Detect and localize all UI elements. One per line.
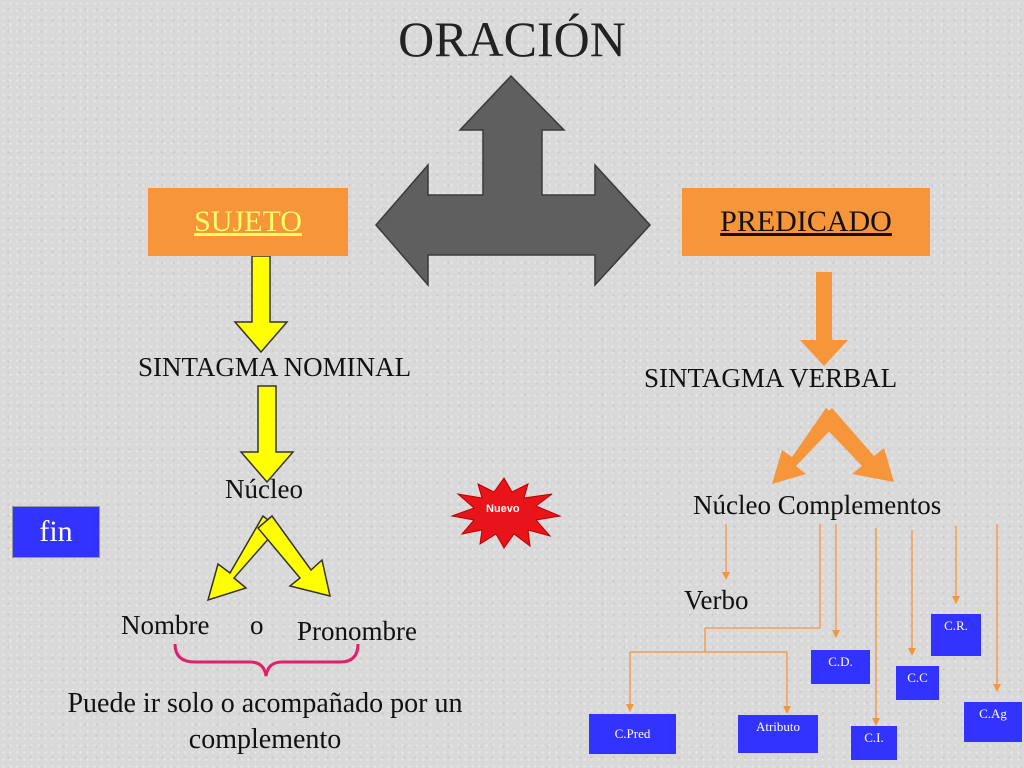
note-text: Puede ir solo o acompañado por un comple… [67, 688, 463, 755]
complement-cpred[interactable]: C.Pred [589, 714, 676, 754]
arrow-down-icon [800, 272, 848, 366]
arrow-down-left-icon [772, 408, 840, 484]
three-way-arrow [375, 74, 652, 288]
complement-atributo[interactable]: Atributo [738, 715, 818, 753]
arrow-down-right-icon [256, 514, 331, 598]
complement-ci[interactable]: C.I. [851, 726, 897, 760]
or-label: o [250, 610, 264, 640]
subject-label[interactable]: SUJETO [194, 205, 302, 238]
page-title: ORACIÓN [398, 11, 626, 67]
arrow-down-icon [239, 385, 295, 484]
arrow-down-icon [233, 255, 289, 354]
verbal-phrase-label: SINTAGMA VERBAL [644, 363, 898, 393]
complement-connectors [629, 524, 998, 720]
complement-cc[interactable]: C.C [896, 666, 939, 700]
complement-cr[interactable]: C.R. [931, 614, 981, 656]
subject-box[interactable]: SUJETO [148, 188, 348, 256]
curly-brace-icon [173, 643, 360, 677]
complement-cd[interactable]: C.D. [811, 650, 870, 684]
nucleus-complements-label: Núcleo Complementos [693, 490, 942, 520]
predicate-label[interactable]: PREDICADO [720, 205, 892, 238]
connector-arrowheads [626, 572, 1001, 726]
noun-label: Nombre [121, 610, 210, 640]
pronoun-label: Pronombre [297, 616, 417, 646]
fin-button[interactable]: fin [12, 506, 100, 558]
predicate-box[interactable]: PREDICADO [682, 188, 930, 256]
new-starburst-icon [450, 477, 562, 549]
complement-cag[interactable]: C.Ag [964, 702, 1022, 742]
nominal-phrase-label: SINTAGMA NOMINAL [138, 352, 412, 382]
arrow-down-right-icon [818, 408, 894, 482]
verb-label: Verbo [684, 585, 749, 615]
nucleus-label: Núcleo [225, 474, 303, 504]
new-badge-label: Nuevo [486, 503, 520, 515]
